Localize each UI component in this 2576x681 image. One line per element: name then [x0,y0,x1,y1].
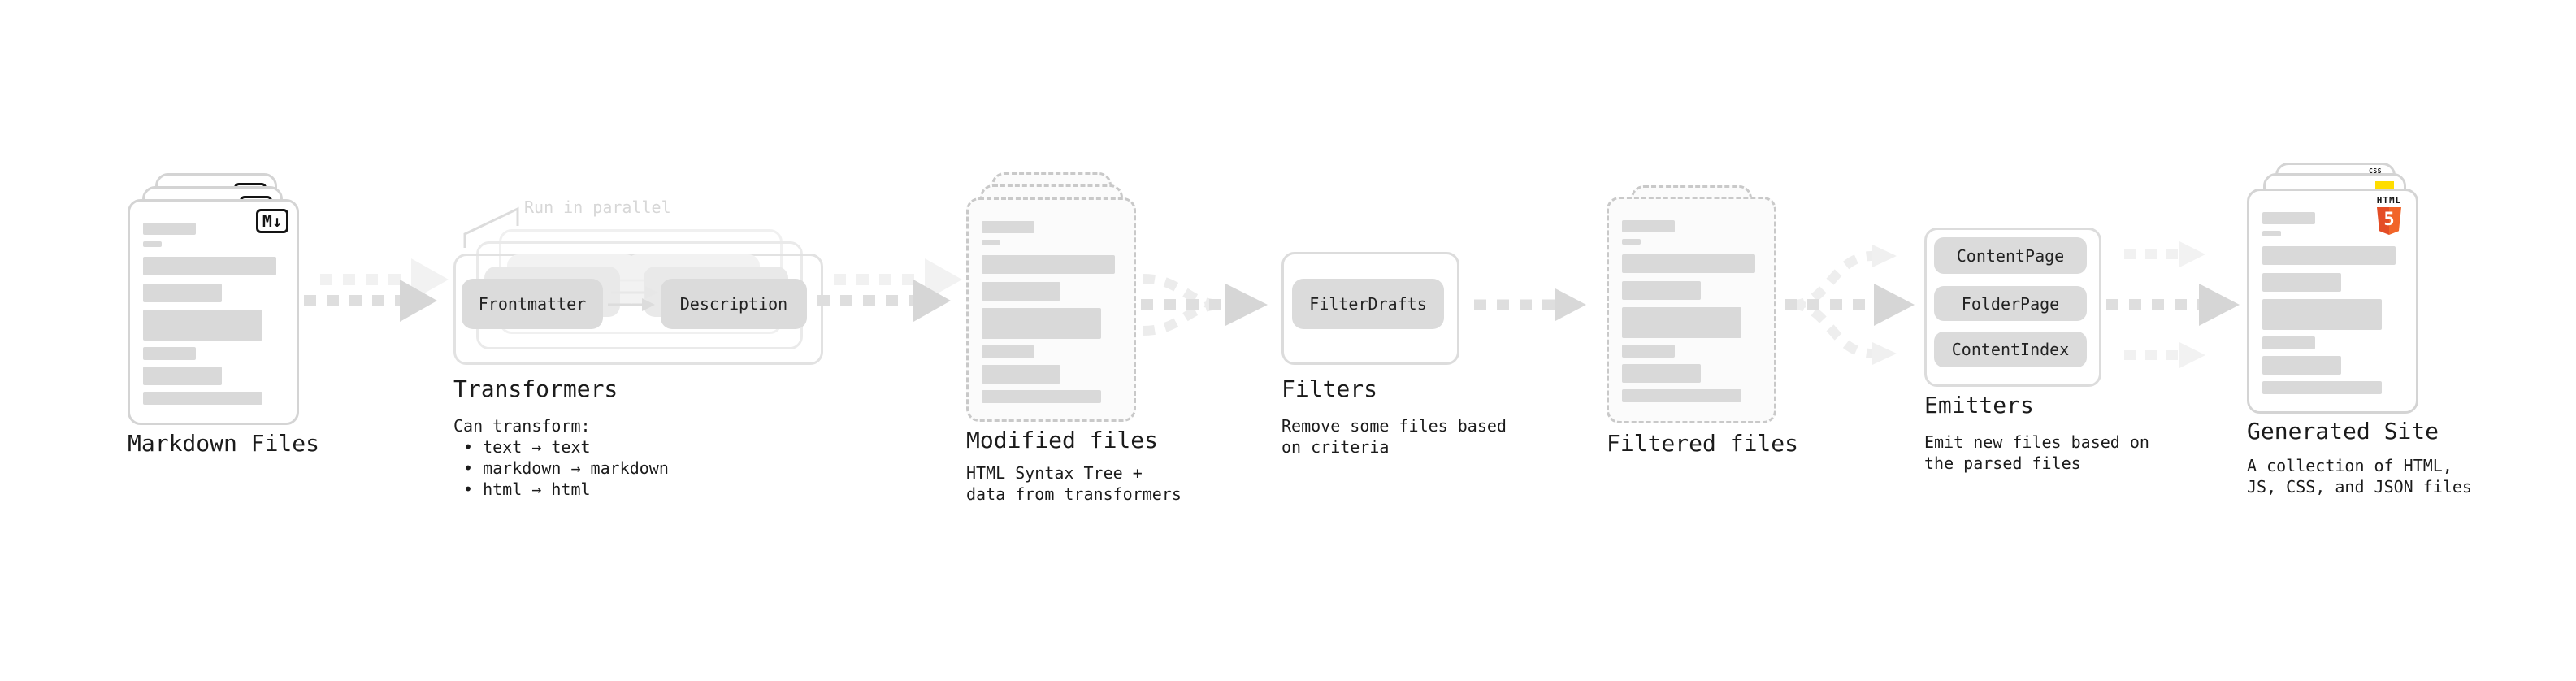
stage-subtitle: data from transformers [966,484,1182,504]
stage-subtitle: on criteria [1281,437,1390,457]
transform-bullet: • html → html [463,479,591,499]
transform-bullet: • text → text [463,437,591,457]
flow-arrow-transformers-to-modified [817,258,962,322]
placeholder-bar [2262,231,2281,236]
placeholder-bar [143,392,262,405]
placeholder-bar [143,257,276,275]
stage-subtitle: the parsed files [1924,453,2081,473]
placeholder-bar [143,367,222,385]
run-in-parallel-annotation: Run in parallel [524,197,671,217]
placeholder-bar [1622,220,1675,232]
placeholder-bar [143,347,196,360]
placeholder-bar [1622,307,1741,338]
placeholder-bar [1622,345,1675,358]
stage-title: Filters [1281,375,1378,402]
placeholder-bar [1622,281,1701,300]
file-card: M↓ [128,199,299,425]
placeholder-bar [2262,336,2315,349]
file-card [966,197,1136,422]
html5-icon: HTML 5 [2370,196,2408,235]
markdown-icon: M↓ [255,209,288,233]
placeholder-bar [2262,299,2382,330]
placeholder-bar [2262,356,2341,375]
flow-arrow-markdown-to-transformers [304,258,449,322]
stage-title: Modified files [966,427,1159,453]
stage-subtitle: JS, CSS, and JSON files [2247,477,2472,497]
stage-subtitle: Remove some files based [1281,416,1507,436]
stage-subtitle: Can transform: [453,416,591,436]
flow-arrow-emitters-to-generated [2106,241,2240,368]
placeholder-bar [982,221,1034,233]
placeholder-bar [2262,381,2382,394]
placeholder-bar [982,255,1115,274]
file-card [1607,197,1776,423]
placeholder-bar [1622,254,1755,273]
placeholder-bar [1622,239,1641,245]
stage-subtitle: HTML Syntax Tree + [966,463,1143,483]
transformer-box-description: Description [661,279,807,329]
flow-arrow-modified-to-filters [1141,274,1268,336]
filter-box-filterdrafts: FilterDrafts [1292,279,1444,329]
file-card: HTML 5 [2247,189,2418,414]
annotation-leader-line [463,206,519,248]
stage-subtitle: Emit new files based on [1924,432,2149,452]
flow-arrow-filters-to-filtered [1474,288,1586,321]
transformer-box-frontmatter: Frontmatter [462,279,603,329]
placeholder-bar [982,345,1034,358]
placeholder-bar [143,284,222,302]
placeholder-bar [2262,246,2396,265]
emitter-box-contentindex: ContentIndex [1934,332,2087,367]
stage-title: Emitters [1924,392,2034,419]
placeholder-bar [982,390,1101,403]
placeholder-bar [1622,364,1701,383]
placeholder-bar [982,365,1060,384]
placeholder-bar [982,240,1000,245]
placeholder-bar [143,241,162,247]
stage-title: Markdown Files [128,430,320,457]
placeholder-bar [143,223,196,235]
emitter-box-folderpage: FolderPage [1934,286,2087,321]
placeholder-bar [1622,389,1741,402]
flow-arrow-filtered-to-emitters [1785,245,1915,365]
stage-title: Filtered files [1607,430,1799,457]
emitter-box-contentpage: ContentPage [1934,237,2087,274]
transform-arrow-icon [611,286,658,299]
placeholder-bar [2262,273,2341,292]
transform-bullet: • markdown → markdown [463,458,669,478]
stage-title: Generated Site [2247,418,2439,445]
transform-arrow-icon [608,298,655,311]
placeholder-bar [143,310,262,340]
placeholder-bar [2262,212,2315,224]
stage-subtitle: A collection of HTML, [2247,456,2452,475]
placeholder-bar [982,282,1060,301]
stage-title: Transformers [453,375,618,402]
placeholder-bar [982,308,1101,339]
